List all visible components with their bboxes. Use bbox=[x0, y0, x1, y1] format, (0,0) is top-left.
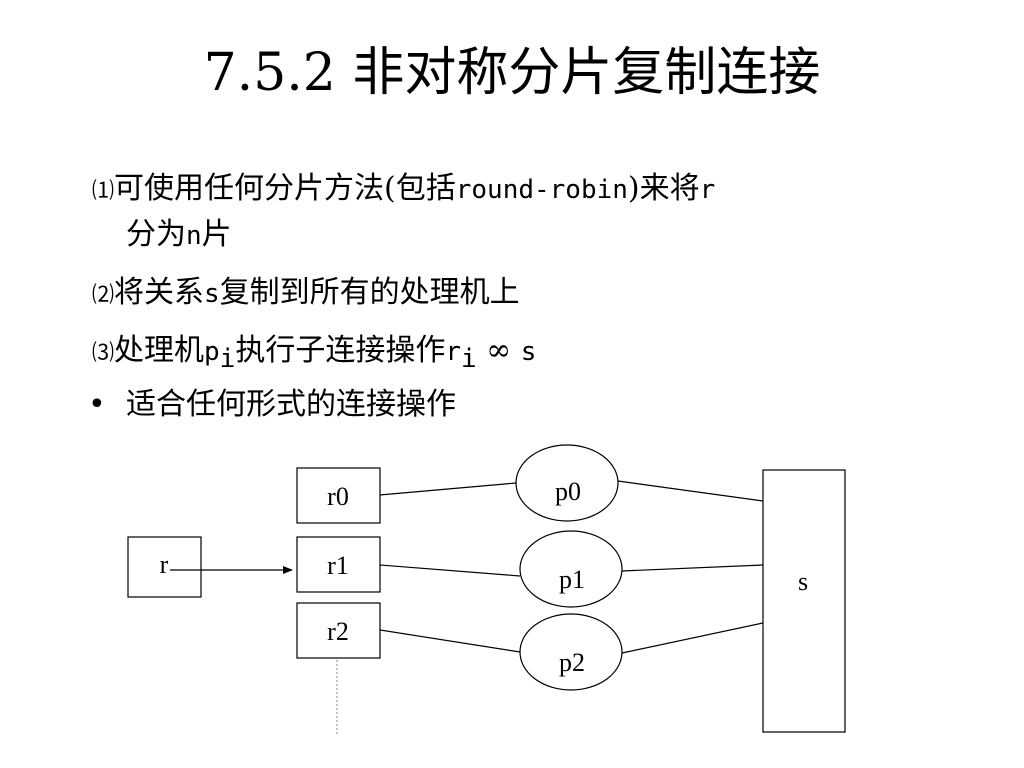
item-1-continuation: 分为n片 bbox=[126, 212, 232, 259]
processor-p2 bbox=[519, 613, 623, 691]
slide-title: 7.5.2 非对称分片复制连接 bbox=[203, 43, 821, 103]
item-3-text-a: 处理机 bbox=[114, 333, 205, 368]
processor-p2-label: p2 bbox=[559, 648, 585, 677]
fragment-r0-label: r0 bbox=[327, 482, 349, 511]
link-p0-s bbox=[617, 480, 764, 502]
processor-p0 bbox=[515, 444, 619, 522]
link-r0-p0 bbox=[379, 482, 517, 496]
item-3-number: ⑶ bbox=[92, 341, 115, 366]
processor-p1 bbox=[519, 530, 623, 608]
fragment-r0-box bbox=[296, 467, 381, 524]
fragment-r2-box bbox=[296, 602, 381, 659]
link-r1-p1 bbox=[379, 564, 521, 577]
fragment-r2-label: r2 bbox=[327, 617, 349, 646]
item-3-r-sub: i bbox=[460, 344, 477, 374]
bullet-icon: • bbox=[88, 387, 106, 422]
relation-r-box bbox=[127, 536, 202, 598]
link-r2-p2 bbox=[379, 629, 521, 653]
item-1-text-b: )来将 bbox=[627, 171, 700, 206]
item-1-n: n bbox=[186, 221, 202, 251]
item-2-number: ⑵ bbox=[92, 283, 115, 308]
item-1-method: round-robin bbox=[455, 175, 628, 205]
item-1: ⑴可使用任何分片方法(包括round-robin)来将r bbox=[92, 166, 715, 215]
item-2-s: s bbox=[204, 279, 220, 309]
item-3-p: p bbox=[204, 337, 220, 367]
fragment-r1-label: r1 bbox=[327, 551, 349, 580]
link-p1-s bbox=[621, 564, 764, 572]
item-3-r: r bbox=[445, 337, 461, 367]
relation-r-label: r bbox=[160, 550, 169, 579]
item-4-text: 适合任何形式的连接操作 bbox=[126, 387, 456, 422]
item-2: ⑵将关系s复制到所有的处理机上 bbox=[92, 270, 520, 319]
join-operator: ∞ bbox=[476, 333, 521, 368]
item-1-cont-b: 片 bbox=[201, 217, 232, 252]
item-3-text-b: 执行子连接操作 bbox=[235, 333, 446, 368]
item-1-relation: r bbox=[699, 175, 716, 205]
item-3-p-sub: i bbox=[219, 344, 236, 374]
item-4: • 适合任何形式的连接操作 bbox=[88, 382, 456, 428]
item-1-cont-a: 分为 bbox=[126, 217, 186, 252]
link-p2-s bbox=[621, 622, 764, 654]
item-1-text-a: 可使用任何分片方法(包括 bbox=[114, 171, 456, 206]
relation-s-label: s bbox=[798, 567, 808, 596]
item-2-text-a: 将关系 bbox=[114, 275, 205, 310]
item-3-s: s bbox=[520, 337, 537, 367]
item-2-text-b: 复制到所有的处理机上 bbox=[219, 275, 520, 310]
item-1-number: ⑴ bbox=[92, 179, 115, 204]
processor-p0-label: p0 bbox=[555, 477, 581, 506]
processor-p1-label: p1 bbox=[559, 565, 585, 594]
relation-s-box bbox=[762, 469, 846, 733]
item-3: ⑶处理机pi执行子连接操作ri ∞ s bbox=[92, 328, 536, 382]
fragment-r1-box bbox=[296, 536, 381, 593]
